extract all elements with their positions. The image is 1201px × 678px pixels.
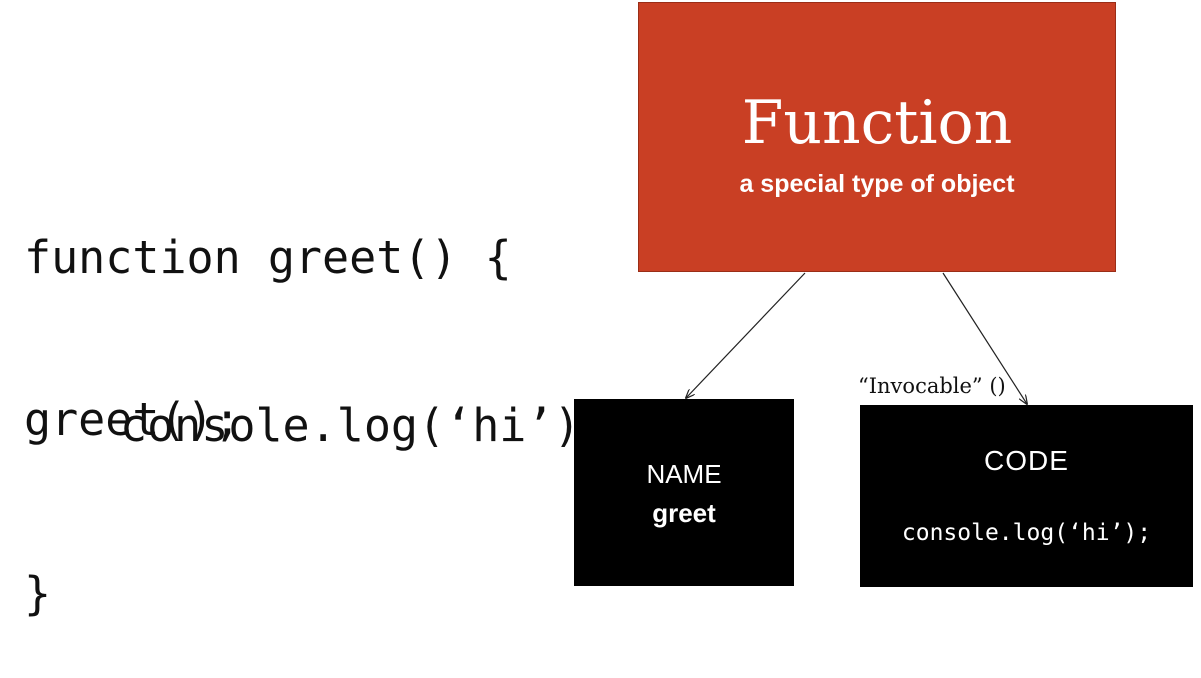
name-label: NAME bbox=[646, 459, 722, 489]
name-property-box: NAME greet bbox=[574, 399, 794, 586]
function-object-box: Function a special type of object bbox=[638, 2, 1116, 272]
code-line-signature: function greet() { bbox=[24, 231, 512, 284]
name-value: greet bbox=[652, 498, 716, 528]
code-text: console.log(‘hi’); bbox=[901, 520, 1152, 546]
code-label: CODE bbox=[984, 445, 1069, 476]
connector-arrows bbox=[0, 272, 1201, 603]
function-title: Function bbox=[741, 88, 1013, 158]
invocable-label: “Invocable” () bbox=[858, 374, 1006, 398]
function-call-code: greet(); bbox=[24, 393, 241, 446]
function-subtitle: a special type of object bbox=[739, 170, 1015, 198]
arrow-to-name bbox=[686, 272, 806, 398]
arrow-to-code bbox=[942, 272, 1027, 404]
code-property-box: CODE console.log(‘hi’); bbox=[860, 405, 1193, 587]
code-line-body: console.log(‘hi’); bbox=[120, 399, 608, 452]
